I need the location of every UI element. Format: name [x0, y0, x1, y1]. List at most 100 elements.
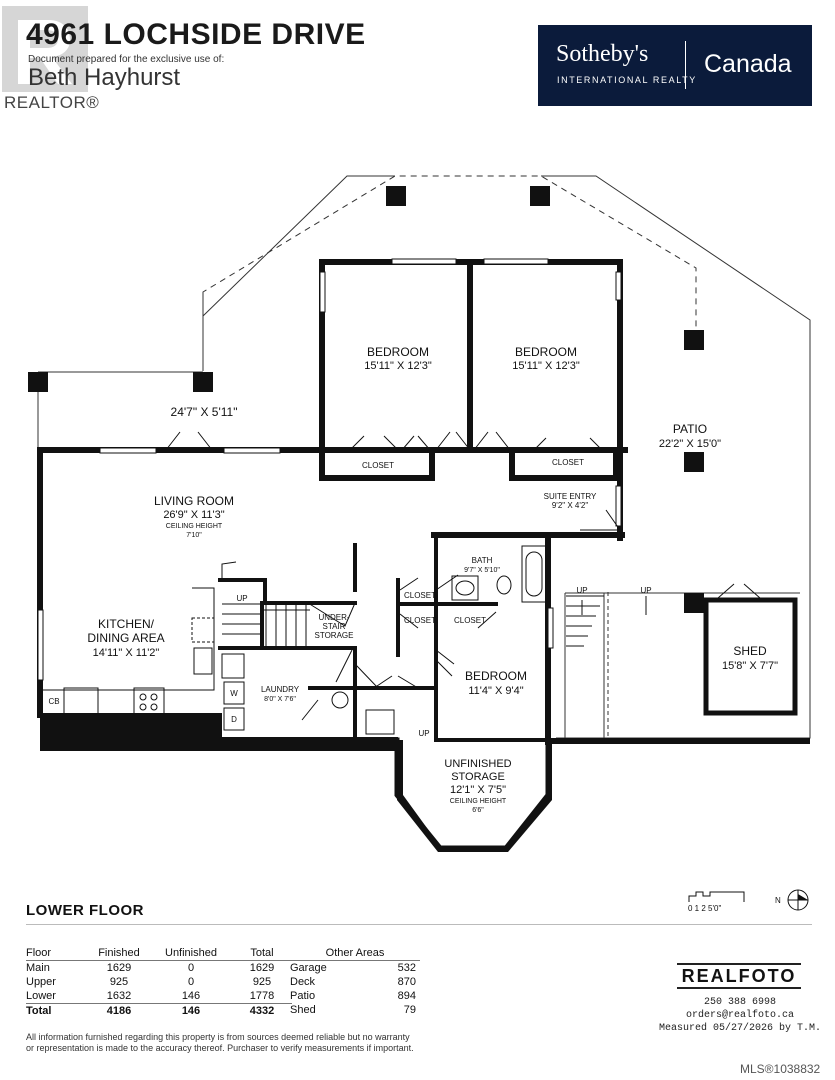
living-ceiling-value: 7'10": [186, 532, 202, 539]
table-row: Garage 532: [290, 961, 420, 976]
brand-name: Sotheby's: [556, 41, 649, 67]
section-divider: [26, 924, 812, 925]
understair-l1: UNDER-: [318, 613, 349, 622]
mls-number: MLS®1038832: [740, 1062, 821, 1076]
realtor-logo-icon: [2, 6, 88, 92]
disclaimer-text: All information furnished regarding this…: [26, 1032, 414, 1053]
laundry-name: LAUNDRY: [261, 685, 300, 694]
table-row: Patio 894: [290, 989, 420, 1003]
patio-name: PATIO: [673, 422, 707, 436]
bath-name: BATH: [472, 556, 493, 565]
table-row: Main 1629 0 1629: [26, 961, 292, 976]
closet4-label: CLOSET: [404, 616, 436, 625]
cell: Total: [26, 1003, 88, 1018]
deck-dims: 24'7" X 5'11": [171, 405, 238, 419]
living-dims: 26'9" X 11'3": [163, 509, 224, 521]
floor-plan: BEDROOM 15'11" X 12'3" BEDROOM 15'11" X …: [28, 175, 811, 852]
washer-label: W: [230, 689, 238, 698]
windows: [37, 258, 622, 681]
cell: Upper: [26, 975, 56, 988]
other-areas-header-row: Other Areas: [290, 946, 420, 961]
cell: 0: [187, 975, 195, 988]
living-ceiling: CEILING HEIGHT: [166, 523, 223, 530]
prepared-note: Document prepared for the exclusive use …: [28, 54, 225, 65]
outdoor-outlines: [37, 175, 811, 739]
area-table-header: Floor Finished Unfinished Total: [26, 946, 292, 961]
cb-label: CB: [48, 697, 59, 706]
storage-dims: 12'1" X 7'5": [450, 784, 506, 796]
cell: 894: [397, 989, 416, 1002]
bedroom1-name: BEDROOM: [367, 345, 429, 359]
realtor-wordmark: REALTOR®: [4, 93, 100, 112]
brand-separator: [685, 41, 686, 89]
stair-up-label-3: UP: [640, 586, 651, 595]
north-label: N: [775, 896, 781, 905]
kitchen-dims: 14'11" X 11'2": [93, 647, 160, 659]
table-row: Upper 925 0 925: [26, 975, 292, 989]
dryer-label: D: [231, 715, 237, 724]
kitchen-name1: KITCHEN/: [98, 617, 155, 631]
col-unfinished: Unfinished: [150, 946, 232, 961]
kitchen-fixtures: [40, 587, 395, 735]
cell: Garage: [290, 961, 327, 974]
stair-outline: [564, 592, 800, 738]
compass-icon: [787, 889, 809, 911]
suite-entry-dims: 9'2" X 4'2": [552, 501, 588, 510]
cell: 870: [397, 975, 416, 988]
storage-name1: UNFINISHED: [444, 758, 511, 770]
table-row: Shed 79: [290, 1003, 420, 1017]
stairs: [222, 595, 647, 648]
laundry-dims: 8'0" X 7'6": [264, 696, 296, 703]
scale-bar: [688, 891, 745, 902]
bedroom3-dims: 11'4" X 9'4": [468, 685, 523, 697]
cell: 4186: [88, 1003, 150, 1018]
cell: 146: [150, 1003, 232, 1018]
cell: 0: [187, 961, 195, 974]
closet3-label: CLOSET: [404, 591, 436, 600]
stair-up-label-2: UP: [576, 586, 587, 595]
suite-entry-name: SUITE ENTRY: [544, 492, 597, 501]
bedroom1-dims: 15'11" X 12'3": [364, 360, 432, 372]
lower-wall-block: [40, 737, 398, 751]
cell: Lower: [26, 989, 56, 1002]
realfoto-phone: 250 388 6998: [703, 997, 776, 1008]
cell: 1629: [106, 961, 132, 974]
table-row: Lower 1632 146 1778: [26, 989, 292, 1004]
cell: 1778: [249, 989, 275, 1002]
storage-ceiling: CEILING HEIGHT: [450, 798, 507, 805]
cell: 146: [181, 989, 201, 1002]
cell: Shed: [290, 1003, 316, 1016]
cell: 1632: [106, 989, 132, 1002]
shed-name: SHED: [733, 644, 767, 658]
cell: 4332: [232, 1003, 292, 1018]
sothebys-logo: Sotheby's INTERNATIONAL REALTY Canada: [538, 25, 812, 106]
bath-fixtures: [451, 545, 547, 603]
other-areas-header: Other Areas: [290, 946, 420, 961]
closet1-label: CLOSET: [362, 461, 394, 470]
col-total: Total: [232, 946, 292, 961]
table-row: Deck 870: [290, 975, 420, 989]
storage-ceiling-value: 6'6": [472, 807, 484, 814]
realfoto-email: orders@realfoto.ca: [685, 1010, 795, 1021]
stair-up-label-4: UP: [418, 729, 429, 738]
cell: Patio: [290, 989, 316, 1002]
storage-name2: STORAGE: [451, 771, 505, 783]
kitchen-wall-block: [40, 713, 222, 737]
cell: Deck: [290, 975, 316, 988]
other-areas-table: Other Areas Garage 532 Deck 870 Patio 89…: [290, 946, 420, 1017]
closet2-label: CLOSET: [552, 458, 584, 467]
posts: [28, 186, 704, 613]
understair-l3: STORAGE: [315, 631, 354, 640]
cell: 79: [403, 1003, 416, 1016]
bath-dims: 9'7" X 5'10": [464, 567, 500, 574]
right-wall-block: [548, 738, 810, 744]
closet5-label: CLOSET: [454, 616, 486, 625]
cell: 925: [109, 975, 129, 988]
scale-label: 0 1 2 5'0": [688, 904, 722, 913]
living-name: LIVING ROOM: [154, 494, 234, 508]
col-floor: Floor: [26, 946, 88, 961]
property-address: 4961 LOCHSIDE DRIVE: [26, 18, 366, 51]
cell: 532: [397, 961, 416, 974]
agent-name: Beth Hayhurst: [28, 64, 181, 91]
measured-note: Measured 05/27/2026 by T.M.: [658, 1023, 822, 1034]
